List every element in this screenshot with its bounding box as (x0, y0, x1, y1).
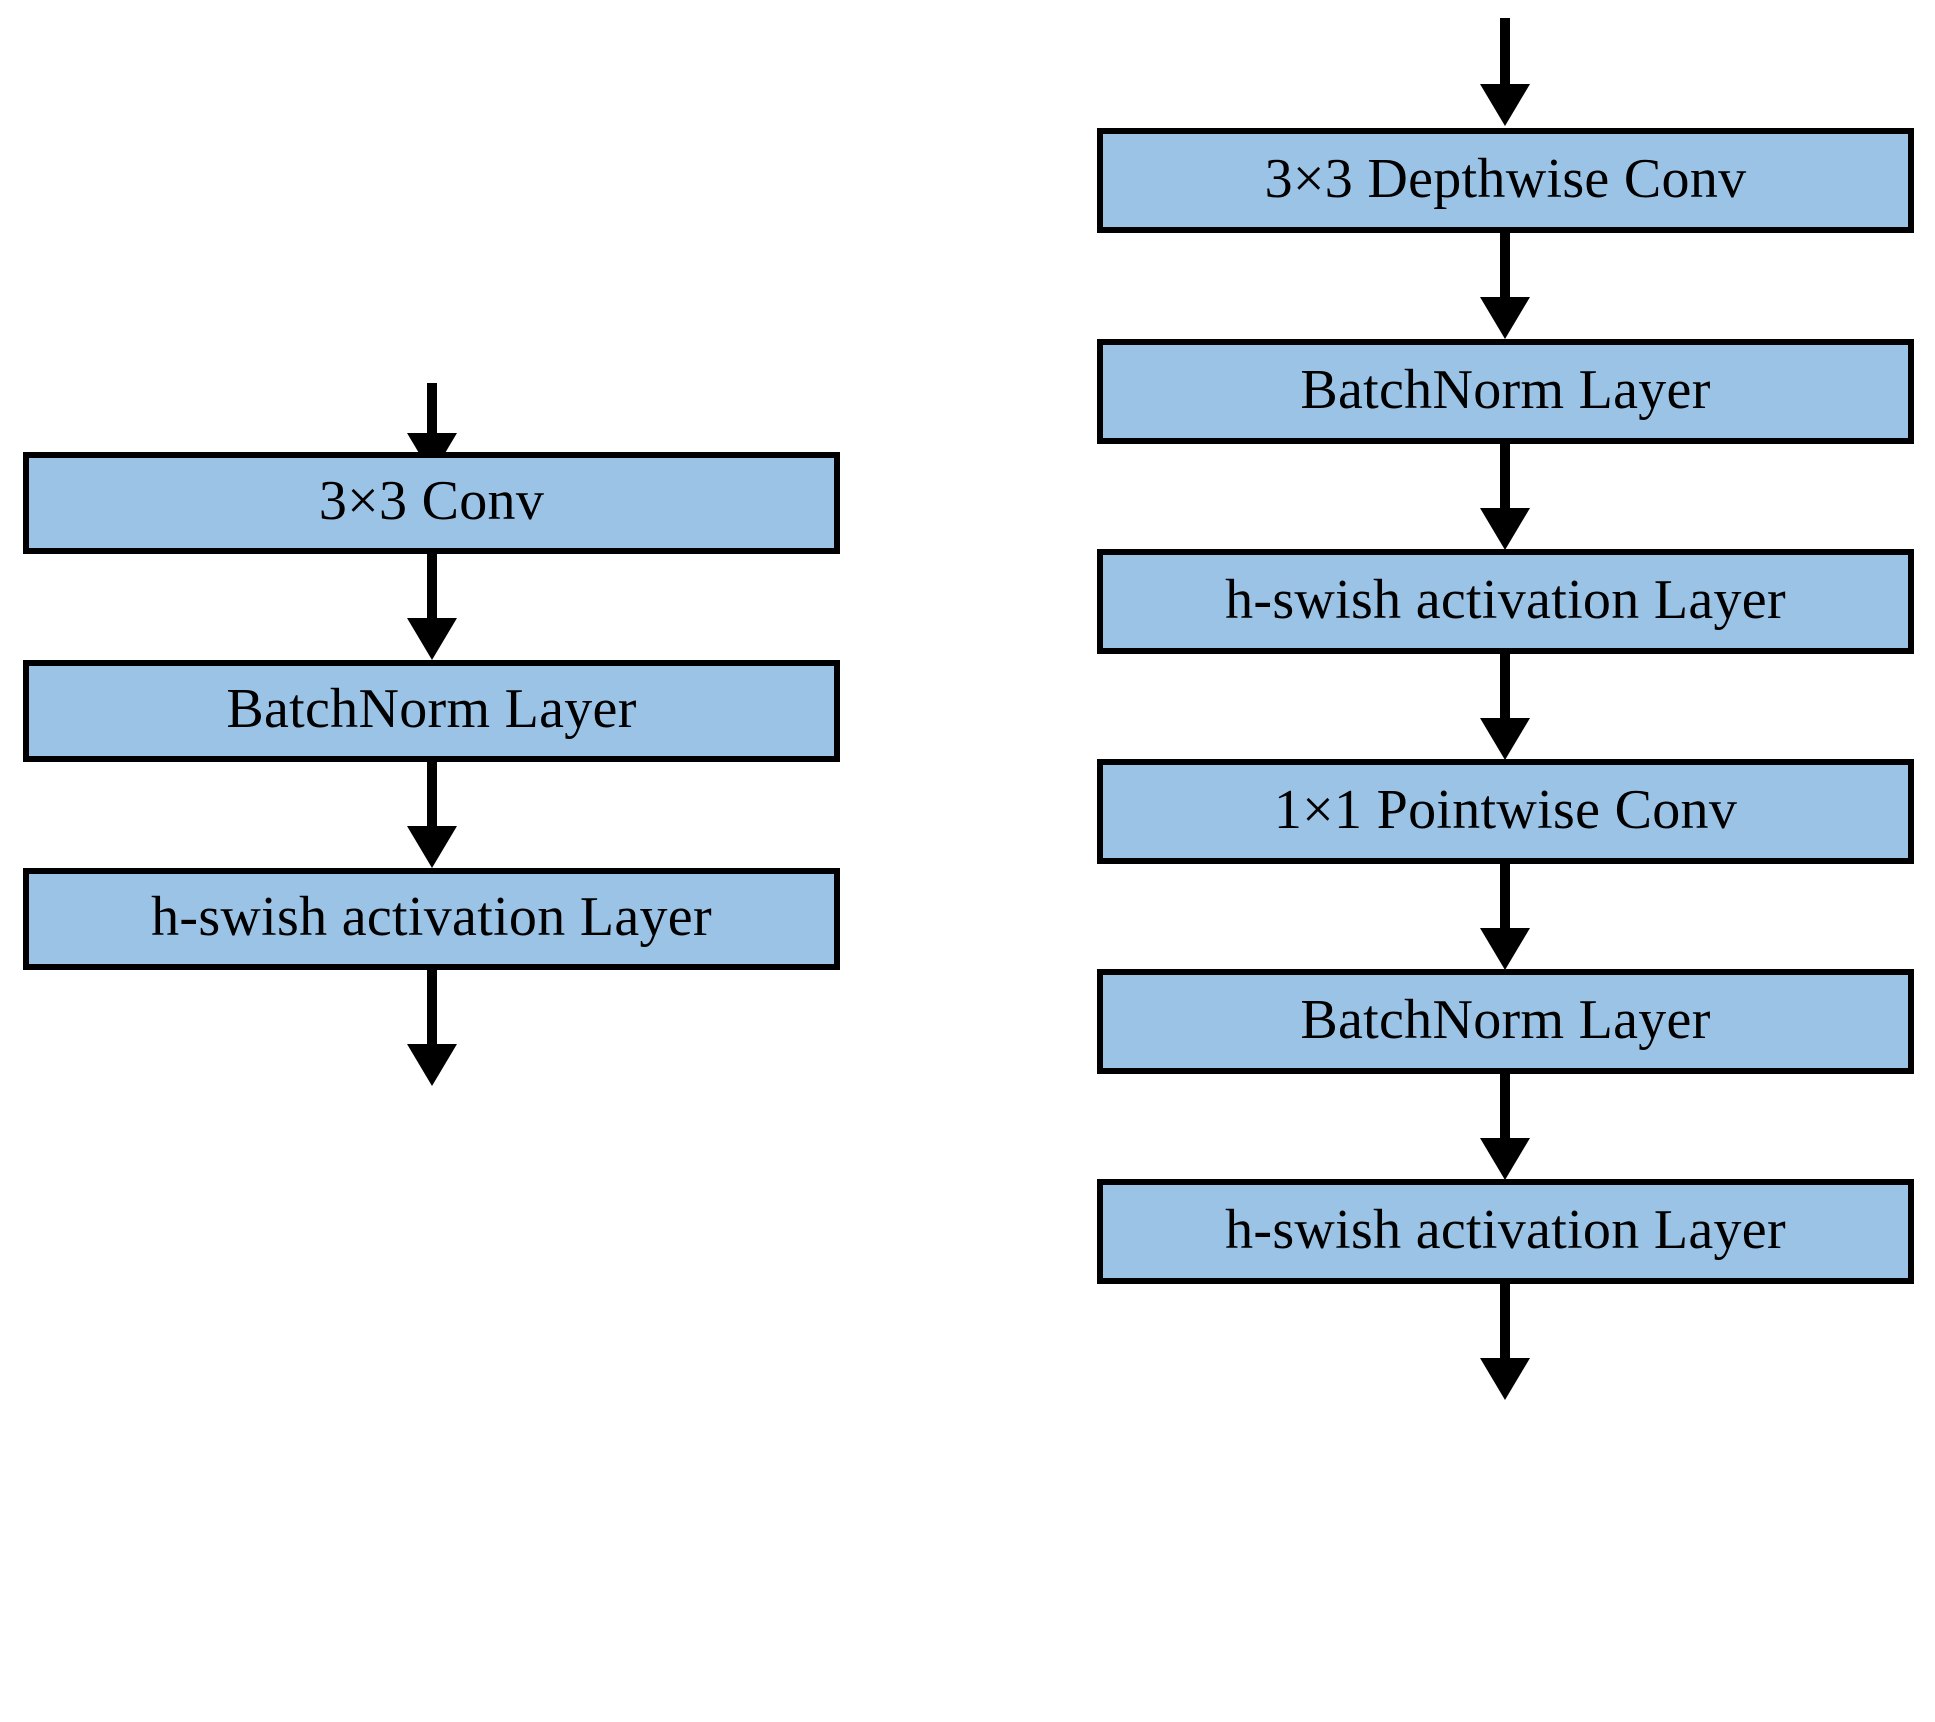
node-r1-depthwise-conv[interactable]: 3×3 Depthwise Conv (1097, 128, 1914, 233)
node-r3-label: h-swish activation Layer (1225, 568, 1786, 631)
node-r6-label: h-swish activation Layer (1225, 1198, 1786, 1261)
node-l2-label: BatchNorm Layer (226, 678, 637, 740)
node-r1-label: 3×3 Depthwise Conv (1264, 147, 1747, 210)
right-branch-column: 3×3 Depthwise Conv BatchNorm Layer h-swi… (1040, 0, 1935, 1722)
node-r2-batchnorm[interactable]: BatchNorm Layer (1097, 339, 1914, 444)
node-r6-hswish[interactable]: h-swish activation Layer (1097, 1179, 1914, 1284)
node-l1-conv3x3[interactable]: 3×3 Conv (23, 452, 840, 554)
node-l3-label: h-swish activation Layer (151, 886, 712, 948)
node-r4-label: 1×1 Pointwise Conv (1273, 778, 1738, 841)
left-branch-column: 3×3 Conv BatchNorm Layer h-swish activat… (0, 0, 880, 1722)
node-l2-batchnorm[interactable]: BatchNorm Layer (23, 660, 840, 762)
node-r5-batchnorm[interactable]: BatchNorm Layer (1097, 969, 1914, 1074)
node-r5-label: BatchNorm Layer (1300, 988, 1711, 1051)
node-r3-hswish[interactable]: h-swish activation Layer (1097, 549, 1914, 654)
node-l1-label: 3×3 Conv (318, 470, 545, 532)
node-l3-hswish[interactable]: h-swish activation Layer (23, 868, 840, 970)
node-r4-pointwise-conv[interactable]: 1×1 Pointwise Conv (1097, 759, 1914, 864)
node-r2-label: BatchNorm Layer (1300, 358, 1711, 421)
